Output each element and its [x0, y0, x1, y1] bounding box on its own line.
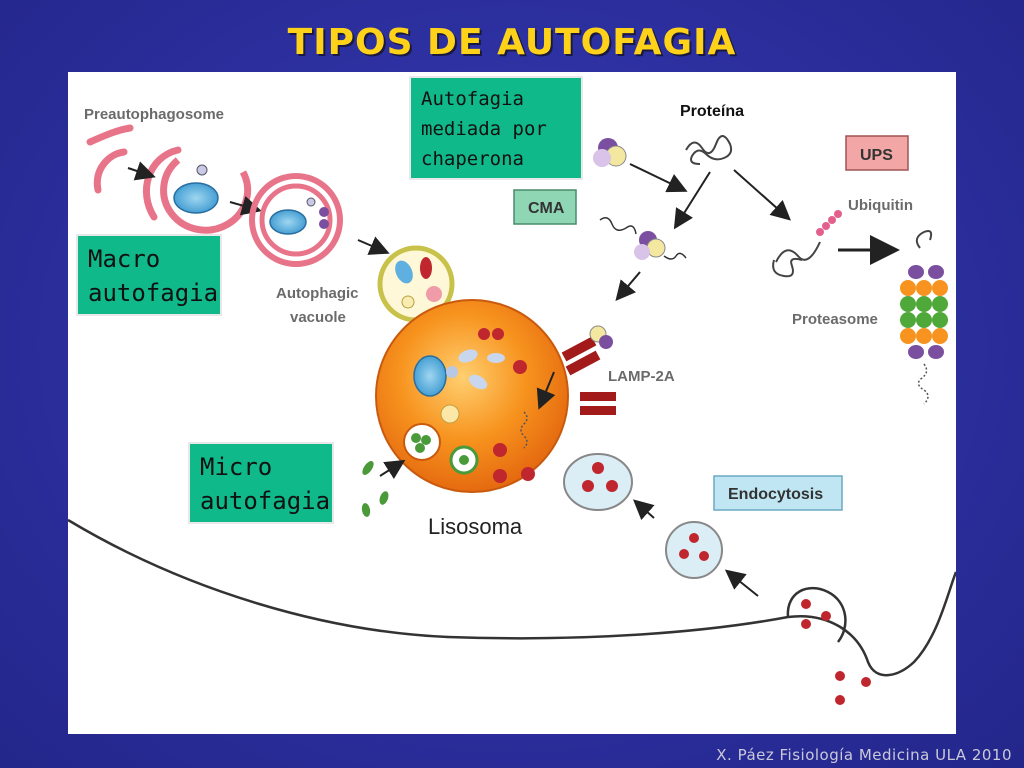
ups-box: [845, 135, 909, 171]
label-lamp2a: LAMP-2A: [608, 368, 675, 385]
lysosome: [375, 299, 569, 493]
macro-text: Macro autofagia: [88, 245, 219, 307]
cma-title-text: Autofagia mediada por chaperona: [421, 88, 547, 170]
label-preautophagosome: Preautophagosome: [84, 106, 224, 123]
label-proteina: Proteína: [680, 103, 744, 120]
label-cma: CMA: [528, 200, 565, 217]
chaperone-complex-1: [593, 138, 627, 167]
label-ubiquitin: Ubiquitin: [848, 197, 913, 214]
chaperone-complex-2: [599, 217, 687, 260]
label-proteasome: Proteasome: [792, 311, 878, 328]
endocytosis-box: [713, 475, 843, 511]
label-vacuole: vacuole: [290, 309, 346, 326]
autophagosome: [249, 173, 343, 267]
proteasome: [900, 230, 948, 405]
cell-membrane: [68, 518, 956, 677]
endosome-2: [665, 521, 723, 579]
cma-title-box: Autofagia mediada por chaperona: [409, 76, 583, 180]
diagram-panel: Preautophagosome Autophagic vacuole: [68, 72, 956, 734]
label-lisosoma: Lisosoma: [428, 514, 523, 539]
macro-box: Macro autofagia: [76, 234, 222, 316]
ubiquitin-chain: [772, 210, 842, 278]
slide-title: TIPOS DE AUTOFAGIA: [287, 22, 737, 63]
micro-particles: [361, 461, 389, 517]
endocytic-vesicle: [786, 586, 871, 705]
cma-box: [513, 189, 577, 225]
label-endocytosis: Endocytosis: [728, 486, 823, 503]
label-ups: UPS: [860, 147, 893, 164]
endosome-1: [563, 453, 633, 511]
autophagic-vacuole: [377, 245, 455, 323]
forming-autophagosome: [160, 157, 252, 234]
label-autophagic: Autophagic: [276, 285, 359, 302]
autophagy-diagram: Preautophagosome Autophagic vacuole: [68, 103, 956, 705]
micro-text: Micro autofagia: [200, 453, 331, 515]
lamp2a-receptor: [561, 325, 616, 415]
protein-squiggle: [685, 135, 733, 165]
footer-credit: X. Páez Fisiología Medicina ULA 2010: [716, 746, 1012, 764]
micro-box: Micro autofagia: [188, 442, 334, 524]
